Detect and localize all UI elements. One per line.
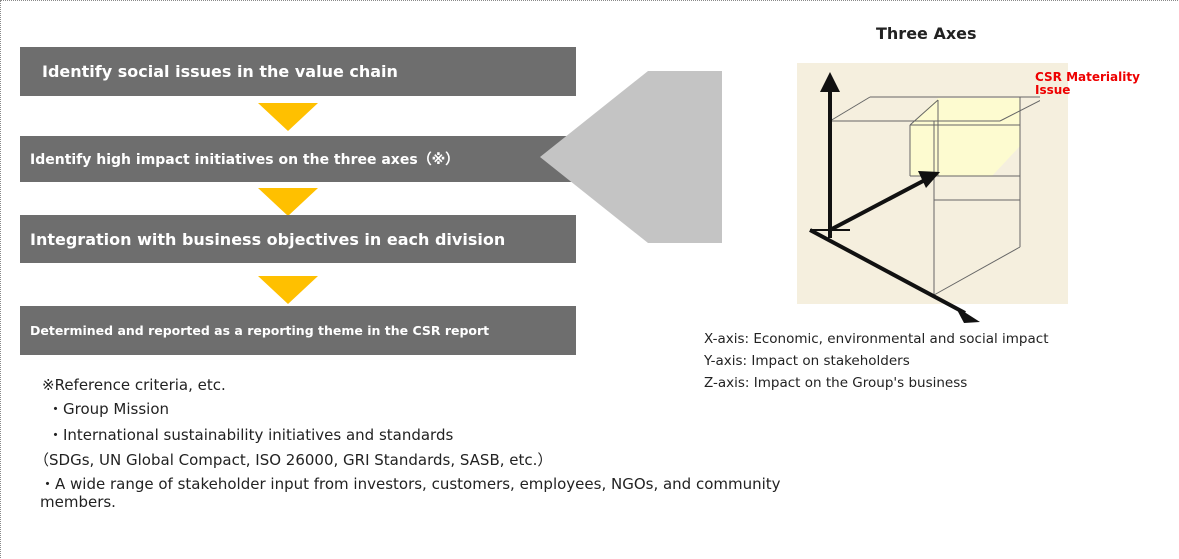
step1-label: Identify social issues in the value chai… [42,62,398,81]
y-axis-description: Y-axis: Impact on stakeholders [704,353,910,369]
reference-item-stakeholder-input: ・A wide range of stakeholder input from … [40,475,781,511]
step-identify-social-issues: Identify social issues in the value chai… [20,47,576,96]
down-arrow-1 [258,103,318,131]
reference-heading: ※Reference criteria, etc. [42,376,226,394]
step3-label: Integration with business objectives in … [30,229,506,249]
step-determined-reported: Determined and reported as a reporting t… [20,306,576,355]
reference-item-standards-detail: （SDGs, UN Global Compact, ISO 26000, GRI… [34,451,553,469]
step-integration: Integration with business objectives in … [20,215,576,263]
step4-label: Determined and reported as a reporting t… [30,323,490,338]
reference-item-standards: ・International sustainability initiative… [48,426,454,444]
axes-image-background [797,63,1068,304]
axes-title: Three Axes [876,24,977,43]
down-arrow-2 [258,188,318,216]
z-axis-description: Z-axis: Impact on the Group's business [704,375,968,391]
reference-item-group-mission: ・Group Mission [48,400,170,418]
big-left-arrow [540,71,722,243]
x-axis-description: X-axis: Economic, environmental and soci… [704,331,1049,347]
down-arrow-3 [258,276,318,304]
step-identify-initiatives: Identify high impact initiatives on the … [20,136,576,182]
three-axes-cube [809,72,1040,323]
csr-materiality-label: CSR Materiality Issue [1035,70,1140,97]
step2-label: Identify high impact initiatives on the … [30,152,460,168]
